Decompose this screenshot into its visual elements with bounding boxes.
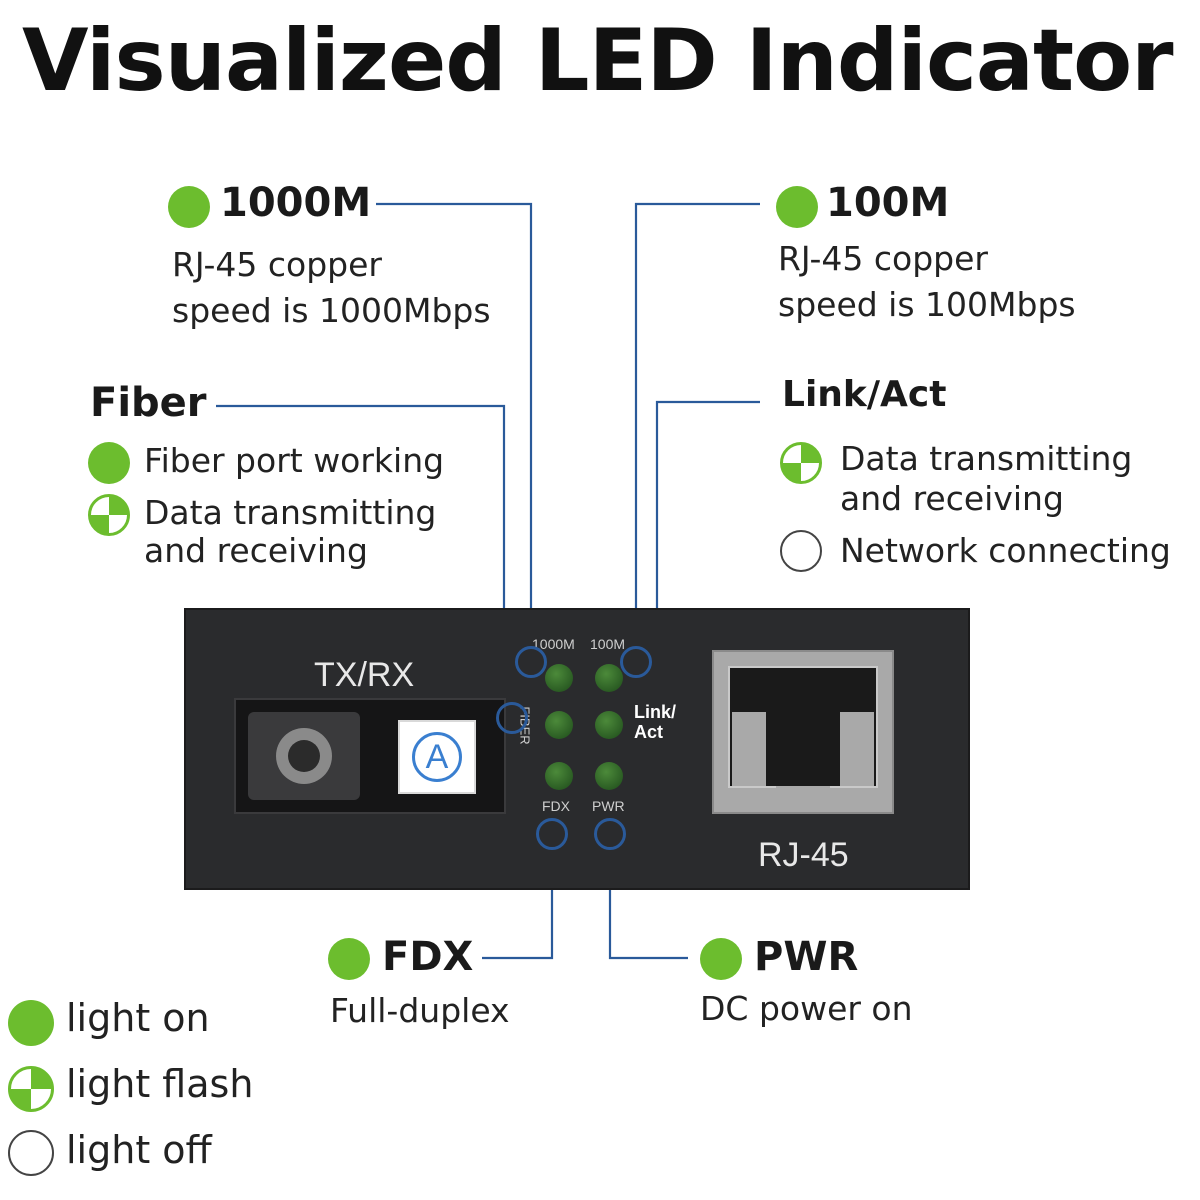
badge-circle: A [412,732,462,782]
rj45-label: RJ-45 [758,836,849,874]
led-on-icon [328,938,370,980]
callout-100m-label: 100M [826,180,950,226]
rj45-socket-ledge-right [840,712,874,786]
line-linkact [655,400,760,700]
callout-marker-1000m [515,646,547,678]
sc-ferrule-inner [288,740,320,772]
callout-linkact-item-2: Network connecting [840,531,1171,570]
callout-fiber-item-2-line-2: and receiving [144,531,368,570]
page-title: Visualized LED Indicator [22,11,1174,111]
legend-light-on-label: light on [66,996,210,1040]
led-label-linkact-2: Act [634,722,664,742]
led-label-linkact: Link/ Act [634,702,676,742]
callout-fdx-desc: Full-duplex [330,991,510,1030]
led-label-pwr: PWR [592,798,625,814]
led-label-100m: 100M [590,636,626,652]
line-100m [634,202,760,662]
led-label-fdx: FDX [542,798,570,814]
callout-1000m-desc-2: speed is 1000Mbps [172,291,491,330]
line-1000m [376,202,533,662]
led-on-icon [168,186,210,228]
led-flash-icon [88,494,130,536]
callout-linkact-item-1-line-1: Data transmitting [840,439,1133,478]
callout-marker-fiber [496,702,528,734]
callout-fdx-label: FDX [382,934,474,980]
device-led-pwr [595,762,623,790]
callout-linkact-label: Link/Act [782,374,947,415]
led-on-icon [700,938,742,980]
led-flash-icon [780,442,822,484]
legend-light-flash-icon [8,1066,54,1112]
callout-marker-fdx [536,818,568,850]
device-led-1000m [545,664,573,692]
legend-light-on-icon [8,1000,54,1046]
callout-fiber-label: Fiber [90,380,207,426]
led-off-icon [780,530,822,572]
callout-fiber-item-2-line-1: Data transmitting [144,493,437,532]
led-label-linkact-1: Link/ [634,702,677,722]
callout-1000m-label: 1000M [220,180,372,226]
badge-letter: A [425,738,449,776]
rj45-clip-notch [776,760,830,790]
led-label-1000m: 1000M [532,636,575,652]
callout-100m-desc-2: speed is 100Mbps [778,285,1076,324]
device-led-fdx [545,762,573,790]
led-on-icon [88,442,130,484]
device-led-fiber [545,711,573,739]
callout-pwr-label: PWR [754,934,859,980]
fiber-port-label: TX/RX [314,656,415,694]
callout-pwr-desc: DC power on [700,989,913,1028]
callout-100m-desc-1: RJ-45 copper [778,239,988,278]
callout-marker-100m [620,646,652,678]
led-on-icon [776,186,818,228]
legend-light-off-icon [8,1130,54,1176]
legend-light-flash-label: light flash [66,1062,254,1106]
callout-linkact-item-1-line-2: and receiving [840,479,1064,518]
rj45-socket-ledge-left [732,712,766,786]
callout-1000m-desc-1: RJ-45 copper [172,245,382,284]
callout-fiber-item-1: Fiber port working [144,441,445,480]
legend-light-off-label: light off [66,1128,212,1172]
device-led-linkact [595,711,623,739]
device-led-100m [595,664,623,692]
callout-marker-pwr [594,818,626,850]
